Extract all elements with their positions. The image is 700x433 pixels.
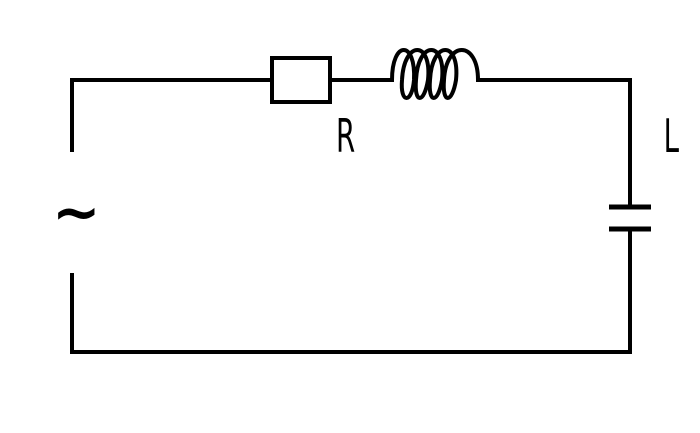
top-left-wire xyxy=(70,78,274,152)
inductor-coil xyxy=(390,48,480,100)
ac-source-symbol: ~ xyxy=(52,178,101,246)
resistor-label: R xyxy=(336,110,355,163)
bottom-wire xyxy=(70,228,632,354)
inductor-label: L xyxy=(664,110,679,163)
top-right-wire xyxy=(476,78,632,207)
wires xyxy=(70,78,632,354)
capacitor xyxy=(609,204,651,232)
resistor xyxy=(270,56,332,104)
